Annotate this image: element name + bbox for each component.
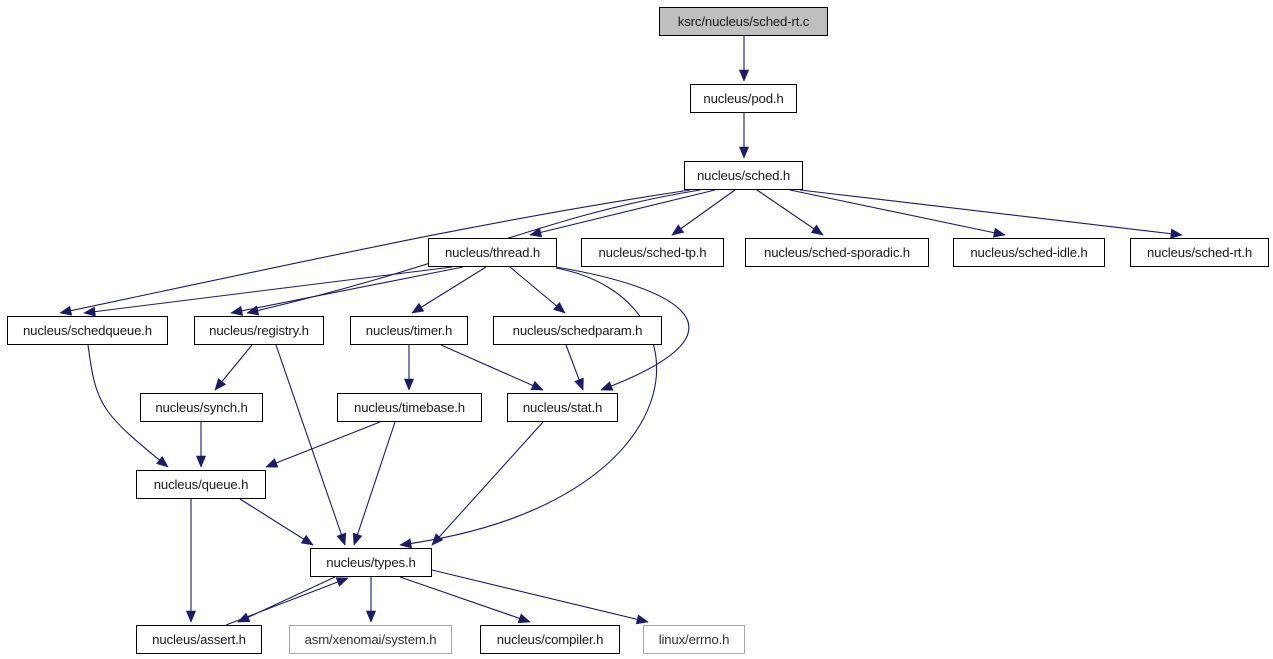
graph-arrowhead-stat-h-to-types-h	[431, 533, 444, 546]
graph-edge-thread-h-to-schedparam-h	[509, 266, 566, 314]
graph-edge-schedqueue-h-to-queue-h	[87, 344, 169, 468]
graph-arrowhead-registry-h-to-synch-h	[214, 378, 227, 391]
graph-node-schedqueue-h[interactable]: nucleus/schedqueue.h	[7, 316, 168, 345]
graph-arrowhead-timebase-h-to-queue-h	[265, 458, 279, 468]
graph-edge-sched-h-to-sched-tp-h	[671, 189, 736, 236]
graph-node-label: nucleus/pod.h	[703, 90, 784, 106]
graph-arrowhead-types-h-to-system-h	[365, 610, 377, 623]
graph-node-sched-rt-h[interactable]: nucleus/sched-rt.h	[1130, 238, 1269, 267]
graph-node-label: nucleus/assert.h	[152, 631, 246, 647]
graph-edge-registry-h-to-types-h	[275, 344, 346, 546]
graph-edge-types-h-to-errno-h	[431, 569, 649, 623]
graph-arrowhead-thread-h-to-schedparam-h	[553, 301, 566, 314]
graph-edge-sched-h-to-schedqueue-h	[59, 189, 691, 314]
graph-edge-stat-h-to-types-h	[431, 421, 544, 546]
graph-edge-timebase-h-to-queue-h	[265, 421, 381, 468]
graph-edge-thread-h-to-types-h	[399, 267, 657, 546]
graph-arrowhead-assert-h-to-types-h	[335, 577, 349, 587]
graph-arrowhead-types-h-to-errno-h	[635, 614, 649, 625]
graph-edge-sched-h-to-thread-h	[529, 189, 716, 236]
graph-arrowhead-pod-h-to-sched-h	[738, 146, 750, 159]
graph-edge-thread-h-to-registry-h	[230, 266, 464, 314]
graph-edge-types-h-to-compiler-h	[399, 576, 531, 623]
graph-edge-thread-h-to-schedqueue-h	[83, 266, 453, 314]
graph-node-sched-idle-h[interactable]: nucleus/sched-idle.h	[953, 238, 1105, 267]
graph-node-label: nucleus/types.h	[326, 554, 416, 570]
graph-node-sched-tp-h[interactable]: nucleus/sched-tp.h	[581, 238, 724, 267]
graph-edge-assert-h-to-types-h	[225, 577, 349, 626]
graph-node-label: nucleus/timebase.h	[354, 399, 465, 415]
graph-node-assert-h[interactable]: nucleus/assert.h	[136, 625, 262, 654]
graph-node-label: nucleus/sched-idle.h	[970, 244, 1088, 260]
graph-arrowhead-sched-h-to-sched-idle-h	[992, 227, 1006, 238]
graph-node-label: nucleus/sched-sporadic.h	[764, 244, 910, 260]
graph-edge-timebase-h-to-types-h	[353, 421, 396, 546]
graph-node-schedparam-h[interactable]: nucleus/schedparam.h	[493, 316, 662, 345]
graph-arrowhead-thread-h-to-registry-h	[230, 305, 244, 316]
graph-arrowhead-registry-h-to-types-h	[336, 532, 347, 546]
graph-node-label: nucleus/synch.h	[155, 399, 248, 415]
graph-node-label: nucleus/sched.h	[696, 167, 791, 183]
graph-node-timer-h[interactable]: nucleus/timer.h	[350, 316, 468, 345]
graph-node-label: nucleus/timer.h	[365, 322, 453, 338]
graph-node-label: nucleus/sched-rt.h	[1146, 244, 1253, 260]
graph-node-sched-sporadic-h[interactable]: nucleus/sched-sporadic.h	[745, 238, 929, 267]
graph-node-synch-h[interactable]: nucleus/synch.h	[140, 393, 263, 422]
graph-arrowhead-sched-h-to-sched-tp-h	[671, 224, 685, 236]
graph-edge-sched-h-to-sched-sporadic-h	[756, 189, 824, 236]
graph-node-label: asm/xenomai/system.h	[304, 631, 437, 647]
graph-node-label: ksrc/nucleus/sched-rt.c	[677, 13, 810, 29]
graph-node-label: nucleus/queue.h	[153, 476, 249, 492]
graph-node-label: nucleus/sched-tp.h	[598, 244, 707, 260]
graph-node-label: nucleus/compiler.h	[496, 631, 604, 647]
graph-edge-sched-h-to-sched-rt-h	[799, 189, 1183, 236]
graph-node-errno-h[interactable]: linux/errno.h	[643, 625, 745, 654]
graph-node-timebase-h[interactable]: nucleus/timebase.h	[337, 393, 482, 422]
graph-node-pod-h[interactable]: nucleus/pod.h	[690, 84, 797, 113]
graph-arrowhead-thread-h-to-types-h	[399, 538, 412, 549]
graph-arrowhead-thread-h-to-stat-h	[600, 381, 614, 391]
graph-node-label: nucleus/registry.h	[209, 322, 309, 338]
graph-arrowhead-schedparam-h-to-stat-h	[574, 377, 584, 391]
graph-arrowhead-queue-h-to-types-h	[300, 534, 314, 546]
graph-arrowhead-sched-h-to-schedqueue-h	[59, 305, 73, 316]
graph-edge-sched-h-to-sched-idle-h	[789, 189, 1006, 236]
graph-node-thread-h[interactable]: nucleus/thread.h	[428, 238, 557, 267]
graph-node-label: nucleus/thread.h	[444, 244, 541, 260]
graph-node-label: linux/errno.h	[658, 631, 730, 647]
graph-arrowhead-sched-h-to-thread-h	[529, 227, 543, 238]
graph-arrowhead-sched-h-to-sched-rt-h	[1170, 228, 1183, 239]
graph-node-registry-h[interactable]: nucleus/registry.h	[194, 316, 324, 345]
graph-arrowhead-timebase-h-to-types-h	[352, 532, 363, 546]
graph-node-label: nucleus/stat.h	[522, 399, 603, 415]
graph-arrowhead-thread-h-to-timer-h	[411, 302, 425, 314]
graph-edge-thread-h-to-stat-h	[555, 266, 690, 391]
graph-node-system-h[interactable]: asm/xenomai/system.h	[289, 625, 452, 654]
graph-arrowhead-schedqueue-h-to-queue-h	[156, 455, 169, 468]
graph-arrowhead-sched-h-to-sched-sporadic-h	[810, 224, 824, 236]
graph-arrowhead-queue-h-to-assert-h	[185, 610, 197, 623]
graph-node-stat-h[interactable]: nucleus/stat.h	[507, 393, 618, 422]
graph-node-label: nucleus/schedparam.h	[512, 322, 643, 338]
graph-node-label: nucleus/schedqueue.h	[23, 322, 152, 338]
graph-node-compiler-h[interactable]: nucleus/compiler.h	[480, 625, 620, 654]
graph-arrowhead-synch-h-to-queue-h	[195, 455, 207, 468]
graph-arrowhead-sched-rt-c-to-pod-h	[738, 69, 750, 82]
graph-node-queue-h[interactable]: nucleus/queue.h	[136, 470, 266, 499]
graph-edge-timer-h-to-stat-h	[440, 344, 544, 391]
graph-arrowhead-timer-h-to-timebase-h	[403, 378, 415, 391]
graph-edge-queue-h-to-types-h	[239, 498, 314, 546]
graph-arrowhead-thread-h-to-schedqueue-h	[83, 306, 96, 317]
graph-arrowhead-timer-h-to-stat-h	[530, 380, 544, 391]
graph-node-sched-rt-c[interactable]: ksrc/nucleus/sched-rt.c	[659, 7, 828, 36]
graph-edge-thread-h-to-timer-h	[411, 266, 487, 314]
graph-arrowhead-types-h-to-compiler-h	[517, 613, 531, 624]
graph-node-types-h[interactable]: nucleus/types.h	[310, 548, 432, 577]
graph-node-sched-h[interactable]: nucleus/sched.h	[684, 161, 803, 190]
